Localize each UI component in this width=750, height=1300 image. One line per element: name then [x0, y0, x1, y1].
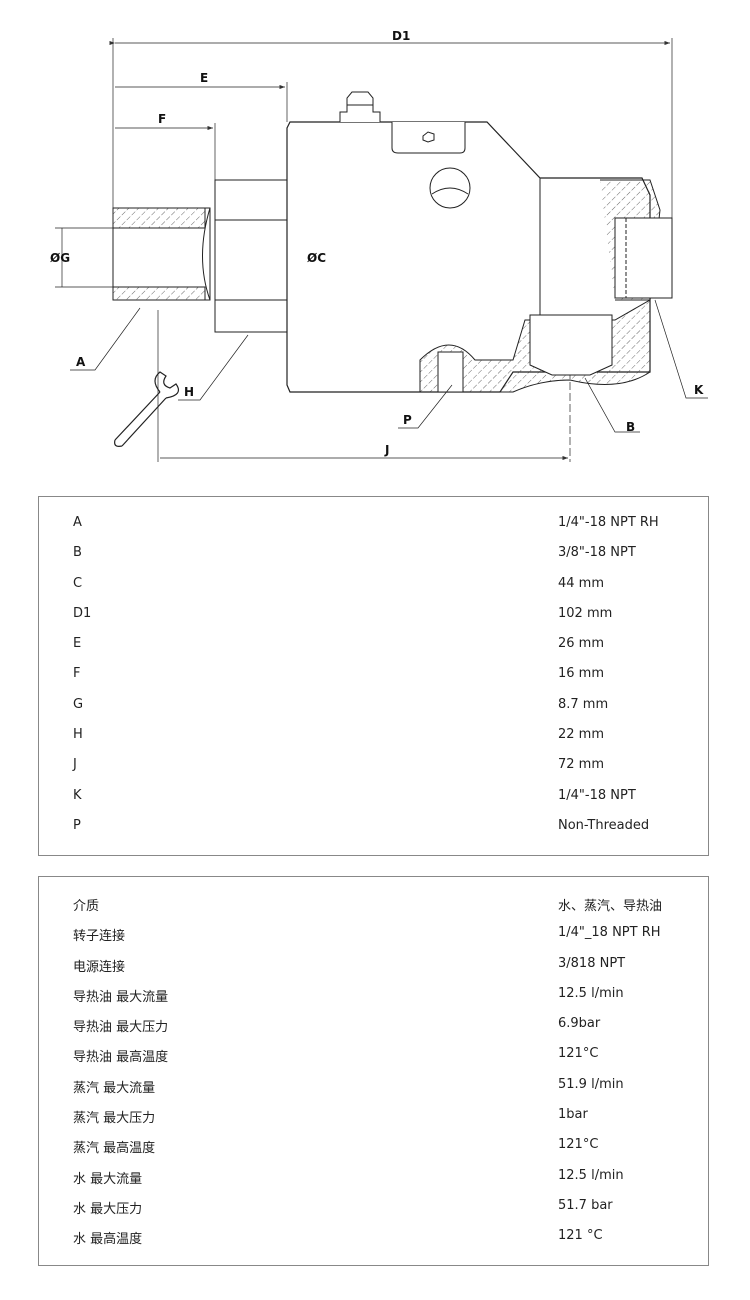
row-label: B [73, 545, 82, 561]
row-label: 导热油 最大流量 [73, 989, 169, 1005]
row-value: 3/818 NPT [558, 955, 626, 971]
table-row: 导热油 最大流量 12.5 l/min [39, 984, 708, 1014]
table-row: 水 最高温度 121 °C [39, 1226, 708, 1256]
label-d1: D1 [392, 29, 410, 43]
label-c: ØC [307, 251, 326, 265]
row-label: H [73, 727, 83, 743]
table-row: 水 最大流量 12.5 l/min [39, 1166, 708, 1196]
row-value: 121°C [558, 1046, 599, 1062]
table-row: K 1/4"-18 NPT [39, 786, 708, 816]
table-row: 介质 水、蒸汽、导热油 [39, 893, 708, 923]
table-row: 水 最大压力 51.7 bar [39, 1196, 708, 1226]
row-label: C [73, 575, 83, 591]
row-label: 介质 [73, 899, 100, 914]
row-label: E [73, 636, 82, 652]
row-label: K [73, 787, 82, 803]
label-a: A [76, 355, 86, 369]
specifications-table: 介质 水、蒸汽、导热油转子连接 1/4"_18 NPT RH 电源连接 3/818 NP… [38, 876, 709, 1266]
label-g: ØG [50, 251, 70, 265]
table-row: D1 102 mm [39, 604, 708, 634]
table-row: 电源连接 3/818 NPT [39, 954, 708, 984]
row-value: 6.9bar [558, 1016, 601, 1032]
table-row: G 8.7 mm [39, 695, 708, 725]
label-f: F [158, 112, 166, 126]
row-label: G [73, 696, 84, 712]
dimensions-table: A 1/4"-18 NPT RH B 3/8"-18 NPT C 44 mm D1 102 m… [38, 496, 709, 856]
row-value: 1/4"-18 NPT RH [558, 515, 659, 530]
table-row: A 1/4"-18 NPT RH [39, 513, 708, 543]
row-value: 水、蒸汽、导热油 [558, 899, 663, 914]
row-label: 水 最大压力 [73, 1201, 143, 1217]
row-label: D1 [73, 605, 92, 621]
row-value: 12.5 l/min [558, 985, 624, 1001]
table-row: E 26 mm [39, 634, 708, 664]
label-j: J [384, 443, 389, 457]
row-label: 蒸汽 最大压力 [73, 1111, 156, 1127]
row-value: 16 mm [558, 666, 605, 682]
row-value: 1/4"-18 NPT [558, 787, 636, 803]
table-row: 蒸汽 最高温度 121°C [39, 1135, 708, 1165]
row-value: 8.7 mm [558, 696, 609, 712]
label-e: E [200, 71, 208, 85]
row-value: 22 mm [558, 727, 605, 743]
label-k: K [694, 383, 704, 397]
row-value: 1bar [558, 1107, 588, 1123]
row-value: 1/4"_18 NPT RH [558, 925, 661, 941]
table-row: P Non-Threaded [39, 816, 708, 846]
row-value: 121 °C [558, 1228, 603, 1244]
row-label: F [73, 666, 81, 682]
row-label: J [73, 757, 77, 773]
row-label: P [73, 817, 81, 833]
table-row: 导热油 最大压力 6.9bar [39, 1014, 708, 1044]
row-value: 44 mm [558, 575, 605, 591]
row-value: 72 mm [558, 757, 605, 773]
row-value: Non-Threaded [558, 817, 650, 833]
table-row: F 16 mm [39, 664, 708, 694]
table-row: H 22 mm [39, 725, 708, 755]
row-label: 水 最高温度 [73, 1232, 143, 1248]
table-row: 蒸汽 最大压力 1bar [39, 1105, 708, 1135]
row-value: 102 mm [558, 605, 613, 621]
label-p: P [403, 413, 412, 427]
row-label: 导热油 最大压力 [73, 1020, 169, 1036]
row-label: 导热油 最高温度 [73, 1050, 169, 1066]
row-label: 蒸汽 最高温度 [73, 1141, 156, 1157]
row-value: 12.5 l/min [558, 1167, 624, 1183]
label-b: B [626, 420, 635, 434]
table-row: 导热油 最高温度 121°C [39, 1044, 708, 1074]
row-value: 51.7 bar [558, 1197, 613, 1213]
table-row: 蒸汽 最大流量 51.9 l/min [39, 1075, 708, 1105]
wrench-icon [114, 371, 179, 447]
row-value: 26 mm [558, 636, 605, 652]
row-label: 电源连接 [73, 959, 126, 975]
table-row: 转子连接 1/4"_18 NPT RH [39, 923, 708, 953]
table-row: C 44 mm [39, 574, 708, 604]
label-h: H [184, 385, 194, 399]
row-label: 水 最大流量 [73, 1171, 143, 1187]
row-value: 51.9 l/min [558, 1076, 624, 1092]
row-label: 蒸汽 最大流量 [73, 1080, 156, 1096]
table-row: J 72 mm [39, 755, 708, 785]
rotary-joint-drawing: D1 E F ØG ØC A H P B K J [50, 29, 708, 462]
row-value: 3/8"-18 NPT [558, 545, 636, 561]
table-row: B 3/8"-18 NPT [39, 543, 708, 573]
row-label: 转子连接 [73, 929, 126, 945]
row-label: A [73, 515, 82, 530]
row-value: 121°C [558, 1137, 599, 1153]
